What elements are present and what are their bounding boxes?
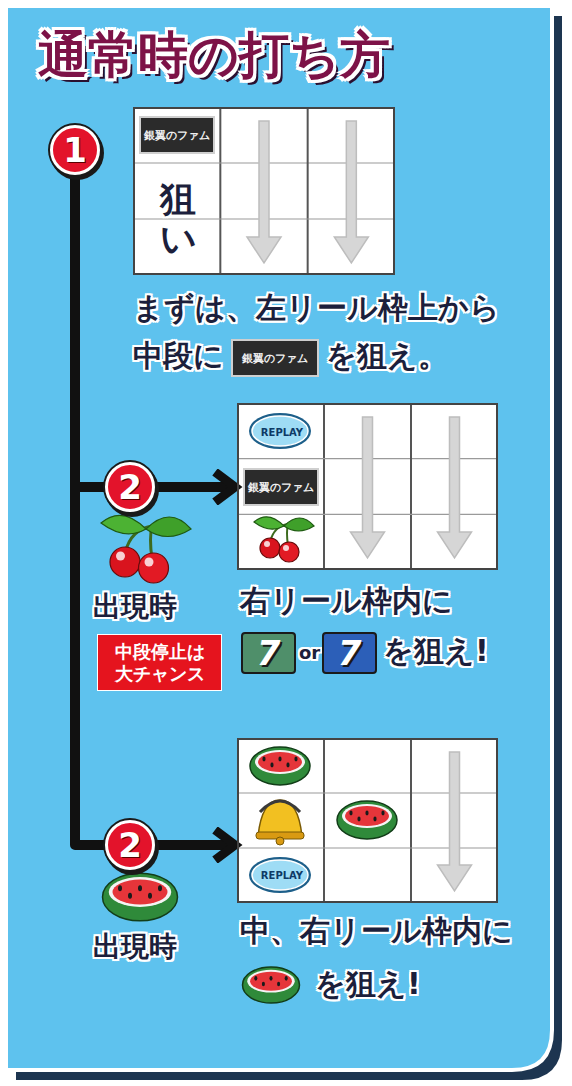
symbol-name: 銀翼のファム bbox=[243, 468, 319, 506]
symbol-name: 銀翼のファム bbox=[139, 116, 215, 154]
note-box: 中段停止は大チャンス bbox=[97, 634, 222, 691]
watermelon-symbol bbox=[243, 967, 300, 1003]
reel-ground bbox=[237, 738, 498, 903]
instruction-text: 中段に bbox=[133, 338, 224, 374]
reel-divider bbox=[323, 403, 325, 570]
down-arrow bbox=[438, 752, 472, 891]
reel-divider bbox=[410, 403, 412, 570]
reel-divider bbox=[323, 738, 325, 903]
note-text: 中段停止は大チャンス bbox=[113, 641, 207, 684]
down-arrow bbox=[334, 121, 368, 263]
down-arrow bbox=[351, 417, 385, 558]
flow-connector bbox=[155, 482, 235, 492]
symbol-name: 銀翼のファム bbox=[231, 339, 319, 377]
symbol-name: REPLAY bbox=[239, 848, 325, 902]
instruction-text: 右リール枠内に bbox=[240, 583, 453, 619]
condition-text: 出現時 bbox=[93, 590, 177, 624]
step-number: 2 bbox=[118, 828, 142, 862]
instruction-text: を狙え! bbox=[315, 966, 421, 1002]
step-number-circle: 2 bbox=[105, 462, 155, 512]
instruction-text: を狙え! bbox=[383, 633, 489, 669]
watermelon-symbol bbox=[337, 801, 397, 839]
instruction-text: を狙え。 bbox=[326, 338, 448, 374]
step-number-circle: 2 bbox=[105, 820, 155, 870]
reel-divider bbox=[410, 738, 412, 903]
step-number: 2 bbox=[118, 470, 142, 504]
aim-label: 狙い bbox=[160, 179, 196, 258]
step-number-circle: 1 bbox=[50, 125, 100, 175]
flow-connector bbox=[75, 175, 105, 845]
down-arrow bbox=[438, 417, 472, 558]
step-number: 1 bbox=[63, 133, 87, 167]
reel-frame: REPLAY 銀翼のファム bbox=[237, 403, 498, 570]
watermelon-symbol bbox=[250, 747, 310, 785]
reel-strip bbox=[237, 738, 498, 903]
reel-frame: 銀翼のファム狙い bbox=[133, 107, 395, 275]
cherry-symbol bbox=[254, 517, 314, 562]
symbol-name: REPLAY bbox=[239, 405, 325, 459]
seven-symbol: 7 bbox=[241, 632, 296, 674]
seven-symbol: 7 bbox=[322, 632, 377, 674]
reel-ground bbox=[133, 107, 395, 275]
down-arrow bbox=[247, 121, 281, 263]
reel-strip bbox=[133, 107, 395, 275]
instruction-text: 中、右リール枠内に bbox=[240, 913, 513, 949]
flow-connector bbox=[155, 840, 235, 850]
reel-ground bbox=[237, 403, 498, 570]
instruction-text: まずは、左リール枠上から bbox=[133, 290, 500, 326]
condition-text: 出現時 bbox=[93, 930, 177, 964]
panel bbox=[6, 6, 552, 1070]
reel-strip bbox=[237, 403, 498, 570]
or-text: or bbox=[299, 642, 320, 664]
reel-frame: REPLAY bbox=[237, 738, 498, 903]
reel-divider bbox=[219, 107, 221, 275]
cherry-symbol bbox=[101, 515, 191, 583]
bell-symbol bbox=[256, 800, 304, 845]
watermelon-symbol bbox=[103, 873, 178, 921]
reel-divider bbox=[307, 107, 309, 275]
title: 通常時の打ち方 bbox=[38, 22, 390, 89]
